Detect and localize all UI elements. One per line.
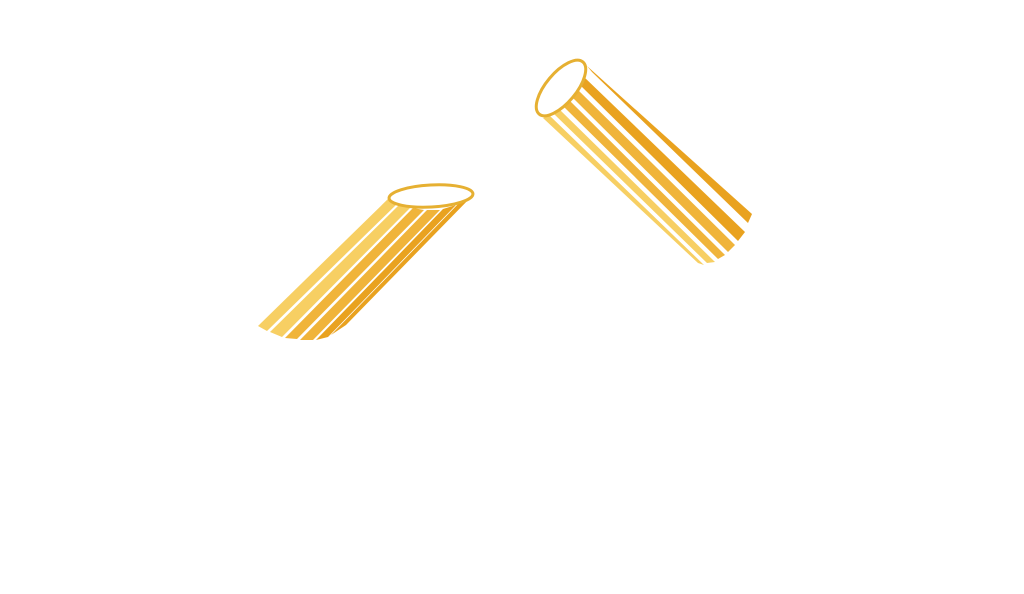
penne-left-stripe [270, 203, 410, 337]
penne-left-stripe [300, 210, 440, 340]
penne-right-stripe [543, 115, 704, 265]
penne-right-stripe [553, 109, 715, 263]
penne-right-opening [534, 58, 588, 118]
penne-left-stripe [258, 197, 398, 331]
penne-piece-left [258, 183, 475, 340]
penne-right-stripe [580, 76, 745, 241]
penne-right-stripe [587, 66, 752, 223]
penne-right-stripe [563, 100, 725, 259]
penne-left-stripe [316, 205, 456, 340]
penne-left-stripes [258, 196, 472, 340]
penne-left-stripe [331, 196, 472, 335]
penne-left-stripe [285, 208, 424, 339]
penne-left-opening [387, 183, 475, 209]
penne-piece-right [534, 58, 752, 265]
penne-right-stripe [572, 89, 735, 252]
penne-right-stripes [543, 66, 752, 265]
